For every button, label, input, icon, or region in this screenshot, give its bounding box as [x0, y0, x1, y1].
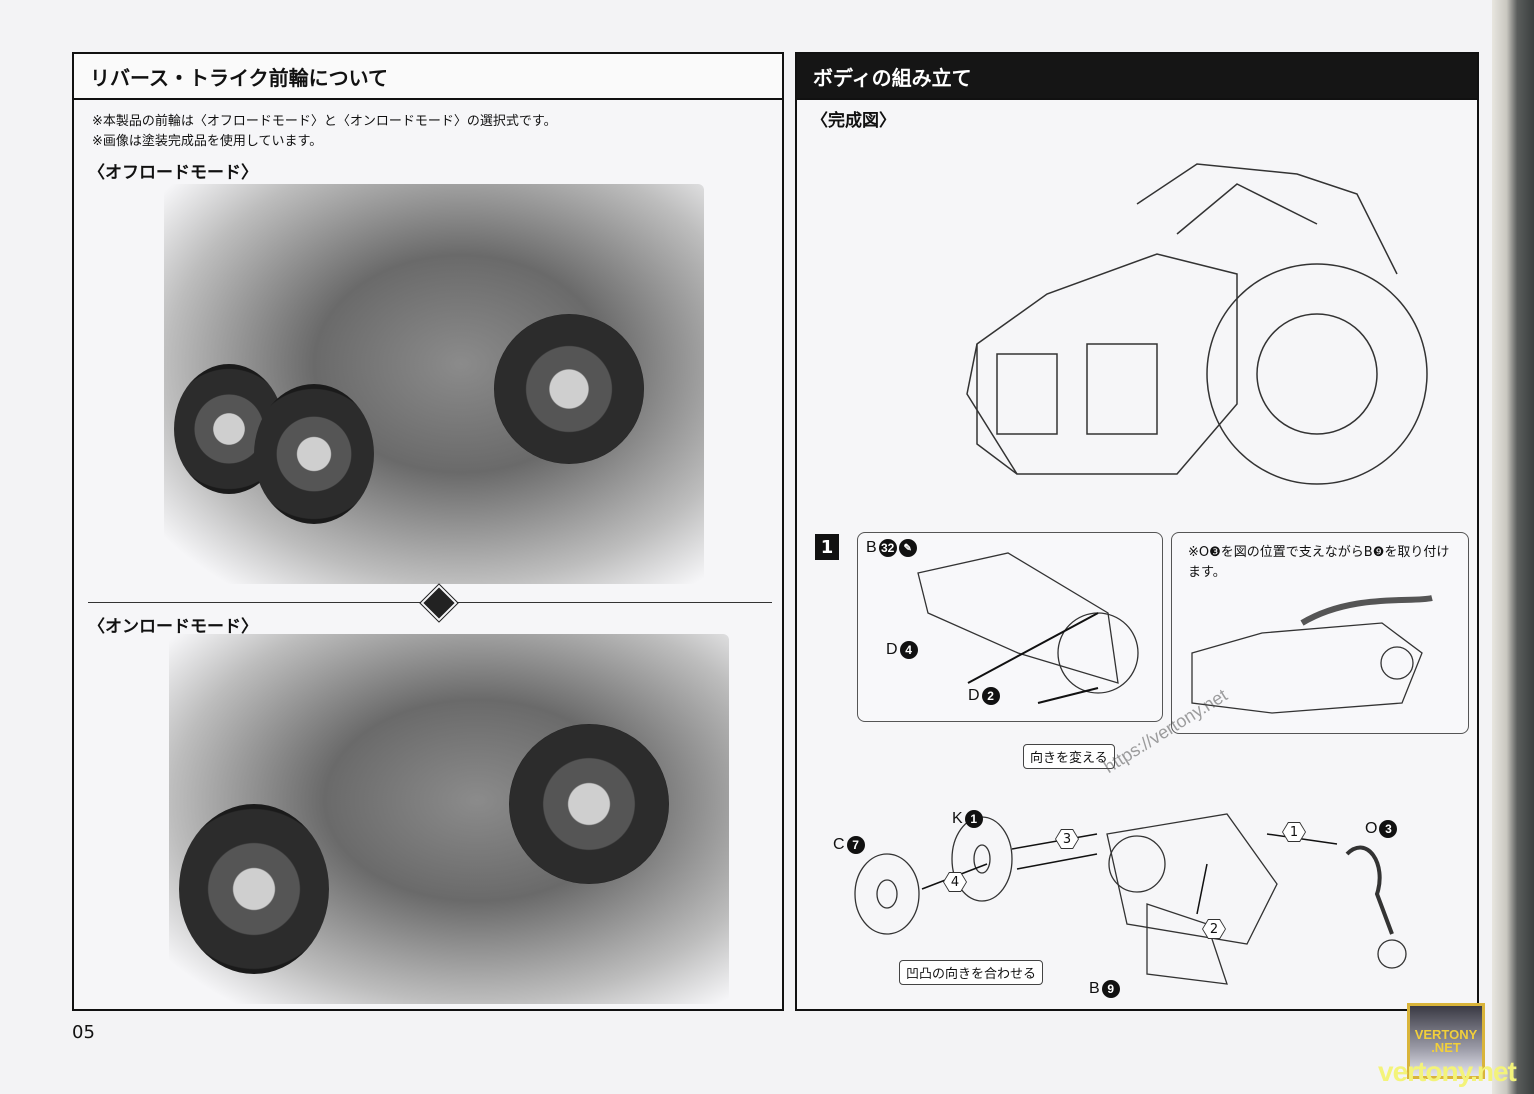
page-number: 05 — [72, 1022, 95, 1043]
sequence-marker: 1 — [1282, 822, 1306, 842]
sequence-marker: 4 — [943, 872, 967, 892]
subassembly-callout: B 32 ✎ D 4 D 2 — [857, 532, 1163, 722]
body-hub-outline — [1106, 813, 1278, 945]
note-line: ※本製品の前輪は〈オフロードモード〉と〈オンロードモード〉の選択式です。 — [92, 114, 557, 129]
logo-line: .NET — [1431, 1040, 1461, 1055]
on-road-heading: 〈オンロードモード〉 — [88, 617, 258, 637]
part-letter: K — [952, 810, 963, 827]
support-note-text: ※O❸を図の位置で支えながらB❾を取り付けます。 — [1188, 545, 1450, 580]
off-road-mode-photo — [164, 184, 704, 584]
watermark-text: vertony.net — [1378, 1056, 1517, 1087]
part-c7-outline — [854, 853, 920, 935]
part-label-c7: C 7 — [833, 836, 865, 854]
body-shell — [966, 253, 1238, 475]
note-line: ※画像は塗装完成品を使用しています。 — [92, 134, 323, 149]
part-label-b32: B 32 ✎ — [866, 539, 917, 557]
part-number: 7 — [846, 836, 865, 854]
panel-title: リバース・トライク前輪について — [74, 54, 782, 100]
on-road-mode-photo — [169, 634, 729, 1004]
sequence-marker: 3 — [1055, 829, 1079, 849]
completed-body-line-art — [966, 163, 1428, 485]
body-assembly-panel: ボディの組み立て 〈完成図〉 1 B 32 ✎ — [795, 52, 1479, 1011]
panel-title: ボディの組み立て — [797, 54, 1477, 100]
front-wheel-info-panel: リバース・トライク前輪について ※本製品の前輪は〈オフロードモード〉と〈オンロー… — [72, 52, 784, 1011]
part-number: 9 — [1101, 980, 1120, 998]
rear-wheel-outline — [1206, 263, 1428, 485]
completed-diagram-heading: 〈完成図〉 — [811, 111, 896, 131]
part-label-o3: O 3 — [1365, 820, 1398, 838]
front-wheel-right — [254, 384, 374, 524]
watermark-logo: VERTONY .NET — [1407, 1003, 1485, 1079]
part-number: 32 — [878, 539, 897, 557]
part-o3-outline — [1345, 845, 1394, 935]
support-note-callout: ※O❸を図の位置で支えながらB❾を取り付けます。 — [1171, 532, 1469, 734]
exploded-assembly-line-art — [854, 813, 1407, 985]
off-road-heading: 〈オフロードモード〉 — [88, 163, 258, 183]
part-letter: C — [833, 836, 845, 853]
sequence-marker: 2 — [1202, 919, 1226, 939]
rear-wheel — [494, 314, 644, 464]
page-binding-edge — [1492, 0, 1534, 1094]
part-number: 1 — [964, 810, 983, 828]
part-letter: D — [886, 641, 898, 658]
subassembly-line-art — [917, 552, 1139, 704]
part-letter: D — [968, 687, 980, 704]
logo-line: VERTONY — [1414, 1027, 1478, 1042]
cement-required-icon: ✎ — [898, 539, 917, 557]
frame-detail-line-art — [1191, 595, 1433, 714]
part-letter: O — [1365, 820, 1378, 837]
front-wheel — [179, 804, 329, 974]
part-letter: B — [866, 539, 877, 556]
step-number-badge: 1 — [815, 534, 839, 560]
part-label-d4: D 4 — [886, 641, 918, 659]
part-number: 3 — [1379, 820, 1398, 838]
part-b9-outline — [1146, 903, 1228, 985]
part-label-d2: D 2 — [968, 687, 1000, 705]
mode-switch-diamond-icon — [419, 583, 459, 623]
part-number: 4 — [899, 641, 918, 659]
part-letter: B — [1089, 980, 1100, 997]
part-label-k1: K 1 — [952, 810, 983, 828]
part-number: 2 — [981, 687, 1000, 705]
align-notches-tag: 凹凸の向きを合わせる — [899, 960, 1044, 985]
change-direction-tag: 向きを変える — [1023, 744, 1115, 769]
part-label-b9: B 9 — [1089, 980, 1120, 998]
rear-wheel — [509, 724, 669, 884]
